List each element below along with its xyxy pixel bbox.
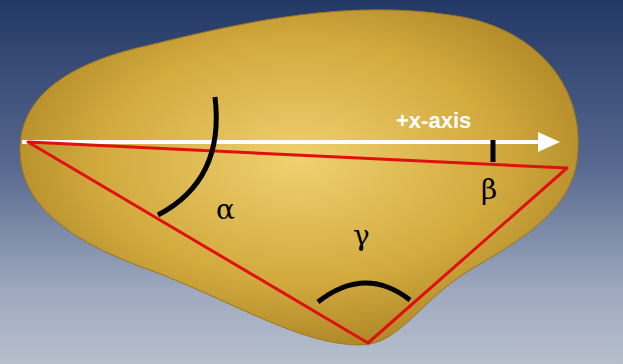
alpha-arc — [158, 97, 216, 215]
axis-line — [22, 140, 542, 144]
beta-arc — [491, 140, 496, 162]
axis-arrowhead — [538, 132, 560, 152]
angle-label: β — [481, 176, 497, 204]
angle-label: γ — [353, 222, 370, 250]
angle-label: α — [216, 196, 235, 224]
angle-triangle — [28, 142, 567, 343]
axis-label: +x-axis — [396, 110, 471, 132]
gamma-arc — [318, 283, 410, 302]
object-surface — [20, 10, 578, 345]
